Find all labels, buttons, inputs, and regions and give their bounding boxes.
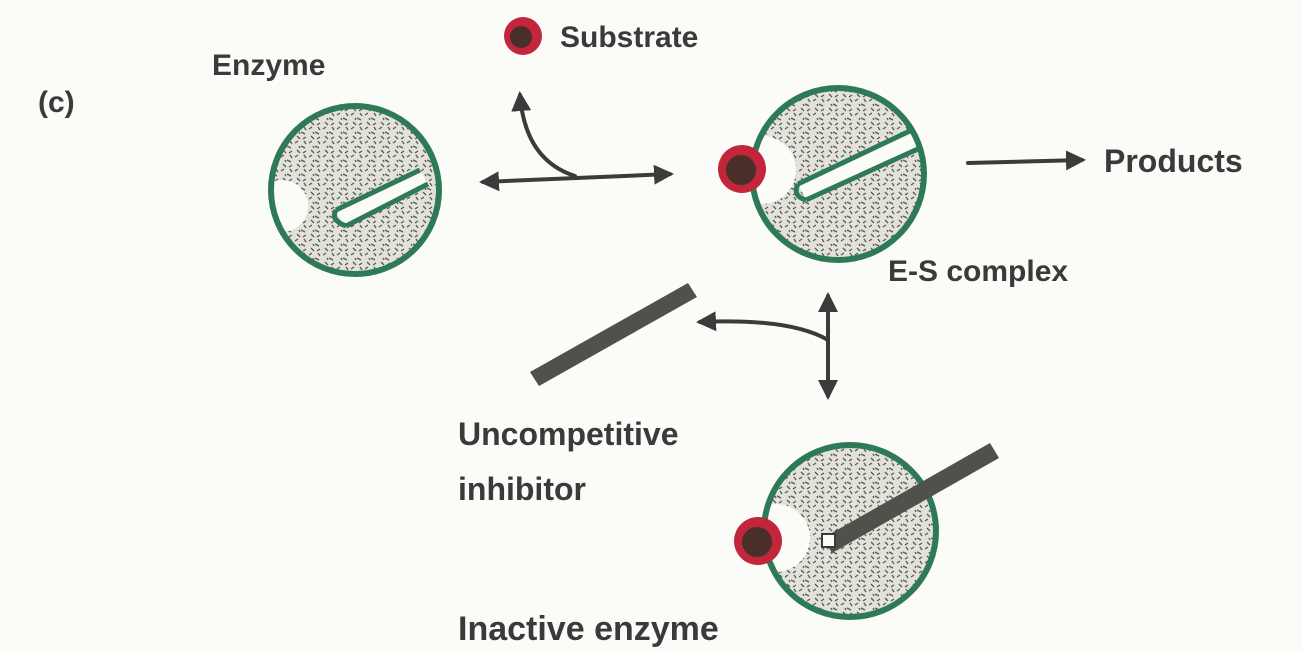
products-label: Products <box>1104 143 1243 179</box>
inhibitor-label-line1: Uncompetitive <box>458 416 678 452</box>
es-complex-label: E-S complex <box>888 255 1068 288</box>
products-arrow <box>968 160 1082 163</box>
substrate-icon <box>504 17 542 55</box>
enzyme-label: Enzyme <box>212 49 325 82</box>
free-enzyme-shape <box>256 106 439 274</box>
inactive-enzyme-label: Inactive enzyme <box>458 610 719 648</box>
uncompetitive-inhibitor-bar <box>530 283 697 386</box>
inhibitor-entry-arrow <box>700 321 828 340</box>
inhibitor-label-line2: inhibitor <box>458 471 586 507</box>
inactive-enzyme-shape <box>734 443 999 617</box>
substrate-label: Substrate <box>560 21 698 54</box>
substrate-entry-arrow <box>520 95 575 176</box>
panel-label: (c) <box>38 86 75 119</box>
es-complex-shape <box>718 88 924 260</box>
